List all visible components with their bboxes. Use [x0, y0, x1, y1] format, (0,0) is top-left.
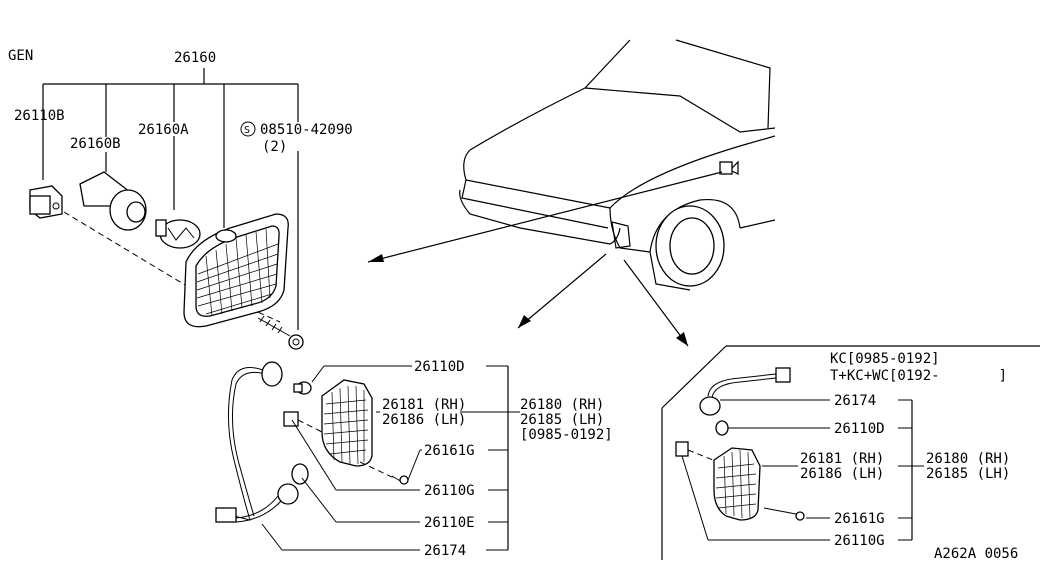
arrow-to-fog-lamp	[367, 171, 723, 263]
label-lr-assy-lh: 26185 (LH)	[926, 466, 1010, 482]
label-ll-26110g: 26110G	[424, 483, 475, 499]
socket-icon	[29, 185, 63, 219]
label-lr-26174: 26174	[834, 393, 876, 409]
vehicle-front-icon	[459, 39, 776, 291]
label-ll-assy-rh: 26180 (RH)	[520, 397, 604, 413]
screw-symbol-icon: S	[240, 121, 256, 137]
label-26160: 26160	[174, 50, 216, 66]
label-ll-26110e: 26110E	[424, 515, 475, 531]
label-ll-lens-rh: 26181 (RH)	[382, 397, 466, 413]
svg-text:S: S	[244, 125, 250, 136]
label-lr-26110d: 26110D	[834, 421, 885, 437]
label-26110b: 26110B	[14, 108, 65, 124]
label-ll-lens-lh: 26186 (LH)	[382, 412, 466, 428]
gen-label: GEN	[8, 48, 33, 64]
label-ll-date: [0985-0192]	[520, 427, 613, 443]
label-lr-26110g: 26110G	[834, 533, 885, 549]
diagram-code: A262A 0056	[934, 546, 1018, 562]
label-variant-tkcwc: T+KC+WC[0192- ]	[830, 368, 1007, 384]
bulb-26110d-icon	[293, 381, 312, 395]
arrow-to-lower-left	[517, 253, 607, 329]
lamp-lens-grid	[196, 228, 279, 317]
arrow-to-lower-right	[623, 259, 689, 347]
label-ll-26161g: 26161G	[424, 443, 475, 459]
label-lr-lens-lh: 26186 (LH)	[800, 466, 884, 482]
label-variant-kc: KC[0985-0192]	[830, 351, 940, 367]
label-ll-26110d: 26110D	[414, 359, 465, 375]
label-lr-assy-rh: 26180 (RH)	[926, 451, 1010, 467]
label-lr-26161g: 26161G	[834, 511, 885, 527]
harness-lower-left-icon	[215, 361, 309, 523]
label-26160a: 26160A	[138, 122, 189, 138]
gen-bracket	[42, 68, 299, 330]
label-ll-26174: 26174	[424, 543, 466, 559]
leader-lines-lower-left	[261, 365, 520, 551]
fog-lamp-icon	[183, 213, 289, 328]
label-26160b: 26160B	[70, 136, 121, 152]
lower-right-frame	[661, 345, 1040, 560]
label-lr-lens-rh: 26181 (RH)	[800, 451, 884, 467]
harness-lower-right-icon	[699, 367, 791, 436]
label-08510-42090: 08510-42090	[260, 122, 353, 138]
bulb-icon	[155, 219, 201, 249]
side-lamp-lower-left-icon	[321, 379, 409, 485]
side-lamp-lower-right-icon	[713, 447, 805, 521]
label-screw-qty: (2)	[262, 139, 287, 155]
leader-lines-lower-right	[681, 399, 924, 541]
socket-lower-right-icon	[675, 441, 719, 463]
screw-icon	[257, 315, 304, 350]
label-ll-assy-lh: 26185 (LH)	[520, 412, 604, 428]
bulb-holder-icon	[79, 171, 147, 231]
